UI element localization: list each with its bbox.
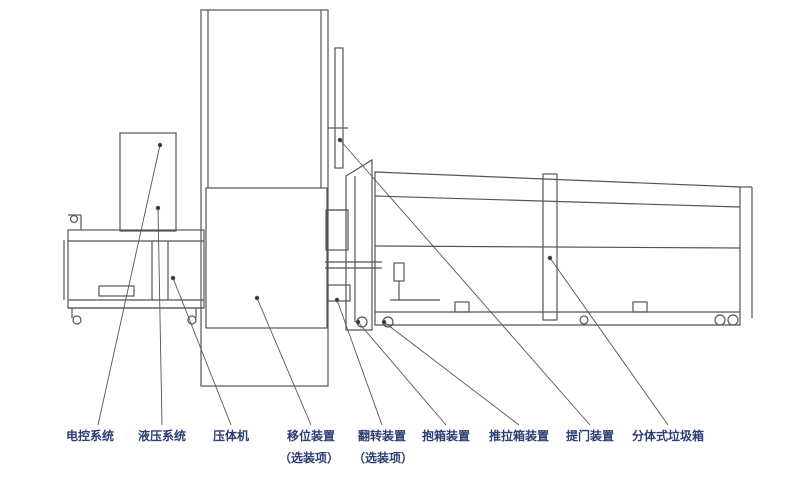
shifting-device-box bbox=[205, 187, 328, 329]
compactor-tower bbox=[200, 9, 329, 387]
label-shifting-device-note: （选装项） bbox=[278, 451, 340, 465]
leader-clamping bbox=[357, 321, 447, 426]
lift-rod bbox=[334, 47, 344, 169]
control-cabinet bbox=[119, 132, 177, 232]
label-split-garbage-bin: 分体式垃圾箱 bbox=[631, 429, 705, 443]
label-compactor: 压体机 bbox=[212, 429, 250, 443]
bin-strap bbox=[542, 173, 558, 321]
leader-compactor bbox=[172, 277, 232, 426]
base-frame bbox=[67, 229, 205, 309]
leader-hydraulic bbox=[157, 207, 163, 426]
garbage-bin-body bbox=[374, 171, 741, 326]
label-shifting-device: 移位装置 bbox=[286, 429, 336, 443]
label-tipping-device: 翻转装置 bbox=[357, 429, 407, 443]
label-bin-clamping-device: 抱箱装置 bbox=[421, 429, 471, 443]
bin-front-frame bbox=[345, 158, 373, 331]
leader-electrical bbox=[97, 144, 161, 426]
leader-tipping bbox=[336, 299, 383, 426]
leader-bin bbox=[549, 257, 669, 426]
leader-push-pull bbox=[383, 321, 520, 426]
leader-shifting bbox=[256, 297, 312, 426]
label-hydraulic-system: 液压系统 bbox=[137, 429, 187, 443]
label-push-pull-bin-device: 推拉箱装置 bbox=[488, 429, 550, 443]
label-electrical-control-system: 电控系统 bbox=[65, 429, 115, 443]
leader-door-lift bbox=[339, 139, 591, 426]
label-door-lifting-device: 提门装置 bbox=[565, 429, 615, 443]
label-tipping-device-note: （选装项） bbox=[352, 451, 414, 465]
